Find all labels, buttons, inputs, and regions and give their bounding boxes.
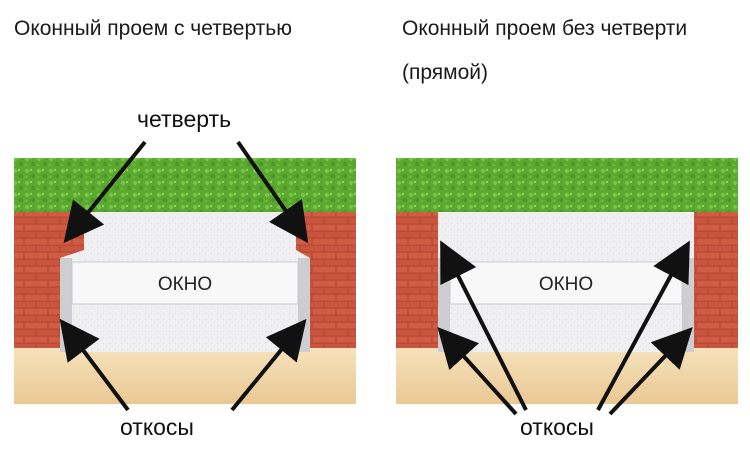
reveal-left bbox=[60, 258, 72, 352]
title-without-quarter-subtitle: (прямой) bbox=[402, 61, 489, 84]
label-reveals-left: откосы bbox=[120, 414, 194, 440]
scene-without-quarter: ОКНО bbox=[396, 158, 738, 416]
arrow-reveal-upper-left bbox=[440, 240, 528, 411]
grass-strip bbox=[396, 158, 738, 214]
arrow-quarter-right bbox=[236, 140, 309, 244]
arrow-reveal-upper-right bbox=[596, 240, 690, 411]
arrow-reveal-lower-left bbox=[437, 327, 518, 416]
floor bbox=[396, 348, 738, 404]
floor bbox=[14, 348, 356, 404]
title-with-quarter: Оконный проем с четвертью bbox=[14, 17, 292, 40]
window-frame bbox=[71, 261, 299, 305]
arrow-reveal-left bbox=[59, 318, 130, 412]
arrow-quarter-left bbox=[63, 140, 147, 244]
title-without-quarter: Оконный проем без четверти bbox=[402, 17, 688, 40]
label-quarter: четверть bbox=[137, 106, 232, 132]
arrow-reveal-right bbox=[230, 318, 307, 412]
label-reveals-right: откосы bbox=[520, 414, 594, 440]
arrow-reveal-lower-right bbox=[608, 327, 693, 416]
scene-with-quarter: ОКНО bbox=[14, 140, 356, 412]
window-label: ОКНО bbox=[539, 274, 593, 295]
grass-strip bbox=[14, 158, 356, 214]
window-label: ОКНО bbox=[158, 274, 212, 295]
reveal-right bbox=[298, 258, 310, 352]
